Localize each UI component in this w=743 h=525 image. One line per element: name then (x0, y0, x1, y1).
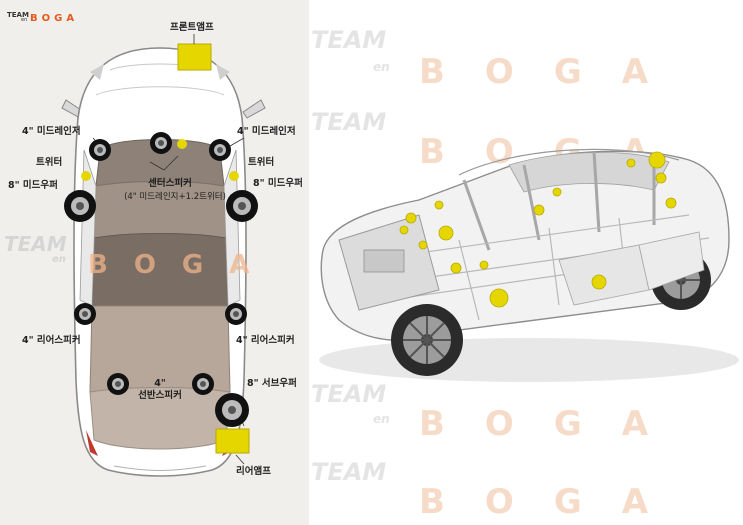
speaker-markers (399, 151, 677, 308)
label-woofer-right: 8" 미드우퍼 (253, 178, 303, 189)
brand-team-text: TEAM (7, 11, 29, 19)
brand-boga-text: BOGA (30, 13, 79, 24)
speaker-shelf-right (192, 373, 214, 395)
watermark-team: TEAM (311, 26, 387, 54)
label-center-sub: (4" 미드레인지+1.2트위터) (124, 192, 226, 202)
front-amp-marker (177, 43, 212, 71)
watermark-en: en (373, 60, 390, 74)
tweeter-center-marker (177, 139, 187, 149)
speaker-center (150, 132, 172, 154)
label-shelf: 선반스피커 (138, 390, 182, 401)
watermark-boga: BOGA (419, 404, 689, 444)
car-cutaway-illustration: TEAM en BOGA TEAM BOGA TEAM en BOGA TEAM… (309, 0, 743, 525)
car-cutaway-drawing (319, 148, 739, 382)
speaker-mid-left (89, 139, 111, 161)
car-topview (61, 34, 266, 477)
label-rear-left: 4" 리어스피커 (22, 335, 81, 346)
speaker-woofer-left (64, 190, 96, 222)
speaker-rear-left (74, 303, 96, 325)
watermark-team: TEAM (311, 458, 387, 486)
speaker-mid-right (209, 139, 231, 161)
label-mid-left: 4" 미드레인저 (22, 126, 81, 137)
tweeter-left-marker (81, 171, 91, 181)
label-mid-right: 4" 미드레인저 (237, 126, 296, 137)
watermark-en: en (52, 254, 66, 265)
label-tweeter-right: 트위터 (248, 157, 275, 168)
label-center-title: 센터스피커 (148, 178, 192, 189)
front-wheel (391, 304, 463, 376)
watermark-team: TEAM (311, 380, 387, 408)
watermark-boga: BOGA (88, 250, 276, 280)
speaker-rear-right (225, 303, 247, 325)
speaker-woofer-right (226, 190, 258, 222)
brand-en-text: en (21, 17, 28, 23)
watermark-team: TEAM (311, 108, 387, 136)
speaker-subwoofer (215, 393, 249, 427)
label-shelf-size: 4" (154, 378, 166, 389)
label-tweeter-left: 트위터 (36, 157, 63, 168)
watermark-boga: BOGA (419, 482, 689, 522)
label-subwoofer: 8" 서브우퍼 (247, 378, 297, 389)
watermark-en: en (373, 412, 390, 426)
label-woofer-left: 8" 미드우퍼 (8, 180, 58, 191)
label-front-amp: 프론트앰프 (170, 22, 214, 33)
label-rear-right: 4" 리어스피커 (236, 335, 295, 346)
tweeter-right-marker (229, 171, 239, 181)
watermark-team: TEAM (4, 232, 67, 256)
rear-amp-marker (215, 428, 250, 454)
watermark-boga: BOGA (419, 52, 689, 92)
speaker-layout-diagram: TEAM en BOGA (0, 0, 309, 525)
label-rear-amp: 리어앰프 (236, 466, 271, 477)
speaker-shelf-left (107, 373, 129, 395)
